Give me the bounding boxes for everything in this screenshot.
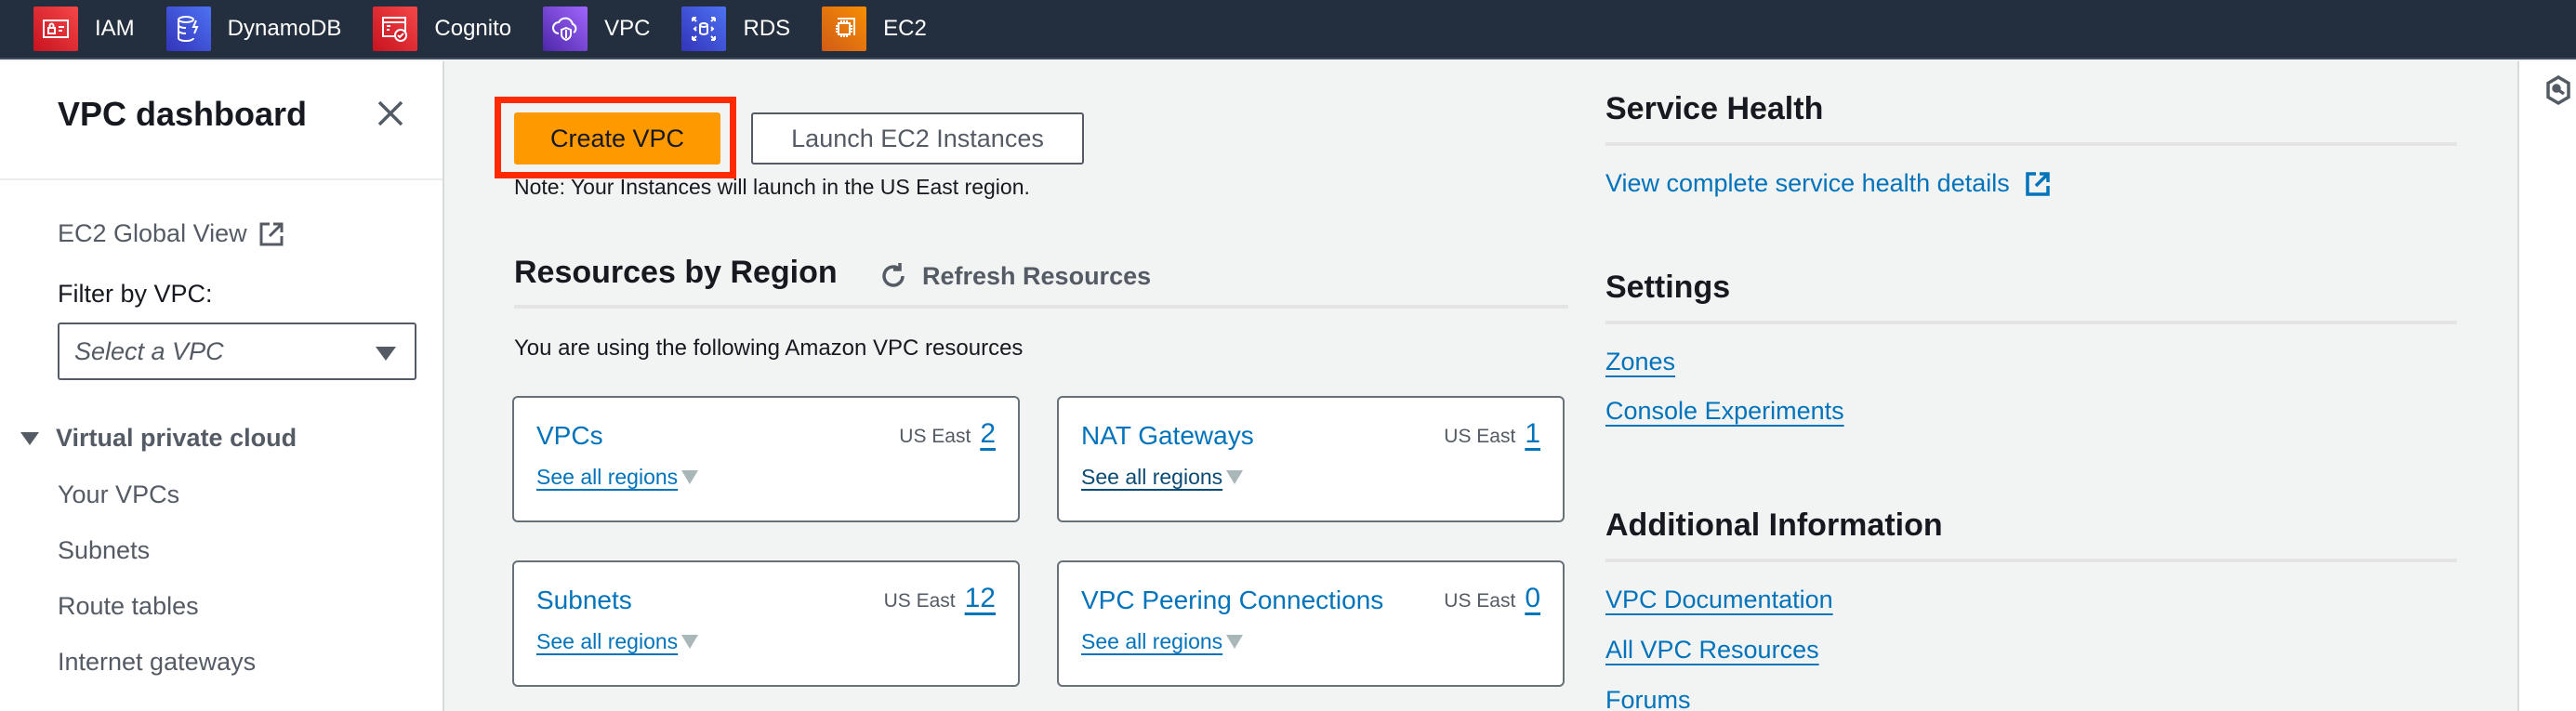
sidebar-header: VPC dashboard [0, 61, 443, 180]
caret-down-icon [1226, 635, 1244, 649]
sidebar-item-subnets[interactable]: Subnets [58, 536, 151, 564]
resource-card-vpcs: VPCs US East 2 See all regions [512, 396, 1020, 522]
caret-down-icon [20, 431, 39, 445]
caret-down-icon [376, 347, 396, 361]
top-navigation-bar: IAM DynamoDB Cognito VPC RDS EC2 [0, 0, 2576, 59]
filter-by-vpc-label: Filter by VPC: [58, 280, 213, 308]
favorite-label: IAM [95, 16, 135, 41]
highlight-annotation-box [495, 97, 736, 178]
close-icon[interactable] [376, 99, 405, 128]
resource-count-link[interactable]: 12 [964, 583, 996, 613]
see-all-regions-toggle[interactable]: See all regions [1081, 629, 1244, 654]
region-label: US East [1444, 590, 1516, 612]
see-all-regions-toggle[interactable]: See all regions [536, 465, 699, 490]
resource-card-nat-gateways: NAT Gateways US East 1 See all regions [1057, 396, 1565, 522]
rds-icon [681, 7, 727, 51]
sidebar-section-virtual-private-cloud[interactable]: Virtual private cloud [20, 424, 297, 453]
launch-region-note: Note: Your Instances will launch in the … [514, 175, 1030, 199]
ec2-global-view-label: EC2 Global View [58, 219, 247, 247]
cognito-icon [373, 7, 418, 51]
region-label: US East [883, 590, 956, 612]
caret-down-icon [681, 635, 699, 649]
resource-count-link[interactable]: 1 [1525, 418, 1540, 449]
settings-divider [1605, 321, 2457, 324]
card-title-link[interactable]: Subnets [536, 586, 632, 614]
sidebar-item-route-tables[interactable]: Route tables [58, 592, 199, 620]
utility-panel [2517, 61, 2576, 711]
sidebar-item-your-vpcs[interactable]: Your VPCs [58, 481, 180, 508]
resource-card-vpc-peering-connections: VPC Peering Connections US East 0 See al… [1057, 560, 1565, 687]
card-region-count: US East 1 [1444, 418, 1540, 450]
see-all-regions-label: See all regions [536, 629, 679, 653]
card-title-link[interactable]: VPCs [536, 421, 603, 450]
resources-description: You are using the following Amazon VPC r… [514, 336, 1024, 361]
console-experiments-link[interactable]: Console Experiments [1605, 397, 1844, 425]
iam-icon [33, 7, 78, 51]
forums-link[interactable]: Forums [1605, 686, 1691, 711]
ec2-global-view-link[interactable]: EC2 Global View [58, 219, 284, 248]
launch-ec2-instances-button[interactable]: Launch EC2 Instances [751, 112, 1084, 165]
resources-divider [514, 305, 1568, 309]
resource-card-subnets: Subnets US East 12 See all regions [512, 560, 1020, 687]
vpc-filter-select[interactable]: Select a VPC [58, 323, 416, 380]
service-health-details-link[interactable]: View complete service health details [1605, 169, 2051, 198]
refresh-resources-label: Refresh Resources [922, 261, 1152, 290]
resources-by-region-heading: Resources by Region [514, 255, 838, 290]
see-all-regions-label: See all regions [536, 465, 679, 489]
region-label: US East [1444, 426, 1516, 447]
refresh-icon [882, 263, 905, 287]
ec2-icon [822, 7, 867, 51]
see-all-regions-label: See all regions [1081, 465, 1223, 489]
favorite-rds[interactable]: RDS [681, 7, 790, 51]
favorite-label: Cognito [434, 16, 512, 41]
refresh-resources-button[interactable]: Refresh Resources [878, 260, 1151, 292]
cloudshell-hex-icon[interactable] [2543, 74, 2573, 106]
external-link-icon [2025, 171, 2050, 196]
favorite-dynamodb[interactable]: DynamoDB [165, 7, 342, 51]
caret-down-icon [1226, 470, 1244, 484]
region-label: US East [899, 426, 971, 447]
resource-count-link[interactable]: 0 [1525, 583, 1540, 613]
settings-heading: Settings [1605, 270, 1731, 305]
service-health-heading: Service Health [1605, 91, 1824, 126]
sidebar-title: VPC dashboard [58, 95, 308, 133]
card-region-count: US East 2 [899, 418, 996, 450]
card-region-count: US East 0 [1444, 583, 1540, 614]
side-navigation: VPC dashboard EC2 Global View Filter by … [0, 61, 444, 711]
favorite-label: VPC [604, 16, 651, 41]
service-health-details-label: View complete service health details [1605, 169, 2010, 197]
vpc-documentation-link[interactable]: VPC Documentation [1605, 586, 1833, 613]
favorite-iam[interactable]: IAM [33, 7, 135, 51]
additional-information-divider [1605, 559, 2457, 562]
zones-link[interactable]: Zones [1605, 348, 1676, 375]
see-all-regions-toggle[interactable]: See all regions [536, 629, 699, 654]
favorite-ec2[interactable]: EC2 [822, 7, 927, 51]
card-title-link[interactable]: NAT Gateways [1081, 421, 1254, 450]
sidebar-item-internet-gateways[interactable]: Internet gateways [58, 648, 257, 676]
additional-information-heading: Additional Information [1605, 507, 1943, 543]
vpc-icon [543, 7, 588, 51]
create-vpc-button[interactable]: Create VPC [514, 112, 720, 165]
external-link-icon [259, 222, 284, 245]
card-region-count: US East 12 [884, 583, 996, 614]
caret-down-icon [681, 470, 699, 484]
favorite-cognito[interactable]: Cognito [373, 7, 511, 51]
favorite-label: RDS [743, 16, 791, 41]
see-all-regions-toggle[interactable]: See all regions [1081, 465, 1244, 490]
favorite-label: EC2 [883, 16, 927, 41]
dynamodb-icon [165, 7, 211, 51]
resource-count-link[interactable]: 2 [980, 418, 996, 449]
service-health-divider [1605, 142, 2457, 146]
section-label: Virtual private cloud [56, 424, 297, 452]
see-all-regions-label: See all regions [1081, 629, 1223, 653]
vpc-filter-placeholder: Select a VPC [74, 336, 224, 365]
card-title-link[interactable]: VPC Peering Connections [1081, 586, 1384, 614]
favorite-vpc[interactable]: VPC [543, 7, 650, 51]
all-vpc-resources-link[interactable]: All VPC Resources [1605, 636, 1819, 664]
favorite-label: DynamoDB [227, 16, 342, 41]
